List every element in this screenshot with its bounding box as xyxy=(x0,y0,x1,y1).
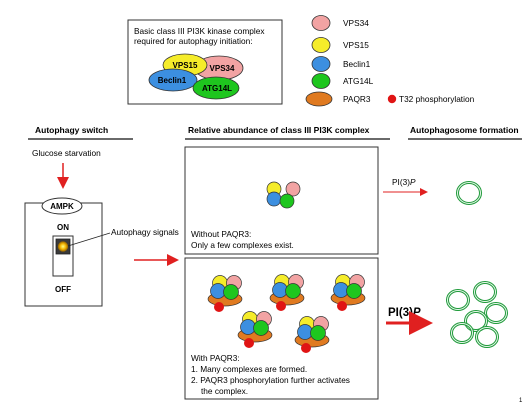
example-vps15-label: VPS15 xyxy=(173,61,198,70)
pi3p-small-label: PI(3)P xyxy=(392,177,416,187)
paqr3-complex xyxy=(294,316,330,353)
header-formation: Autophagosome formation xyxy=(410,125,519,135)
phosphorylation-dot xyxy=(301,343,311,353)
protein-atg14l xyxy=(223,284,239,300)
paqr3-complex xyxy=(237,311,273,348)
legend-swatch-vps34 xyxy=(311,15,331,31)
example-complex: VPS15 VPS34 Beclin1 ATG14L xyxy=(148,53,244,100)
autophagosome-ring-inner xyxy=(457,182,481,204)
autophagosome-ring-inner xyxy=(476,327,498,347)
info-title-line1: Basic class III PI3K kinase complex xyxy=(134,26,265,36)
switch-on-label: ON xyxy=(57,223,69,232)
autophagosome-ring-inner xyxy=(447,290,469,310)
protein-atg14l xyxy=(253,320,269,336)
legend-label-phosphorylation: T32 phosphorylation xyxy=(399,94,475,104)
signals-callout-line xyxy=(67,232,111,247)
example-atg14l-shape xyxy=(192,76,240,100)
autophagosome-ring-inner xyxy=(485,303,507,323)
paqr3-complex xyxy=(269,274,305,311)
info-box: Basic class III PI3K kinase complex requ… xyxy=(127,19,283,105)
without-paqr3-panel: Without PAQR3: Only a few complexes exis… xyxy=(184,146,379,255)
protein-atg14l xyxy=(346,283,362,299)
legend-swatch-phosphorylation xyxy=(387,94,397,104)
legend-label-atg14l: ATG14L xyxy=(343,76,374,86)
toggle-light-icon xyxy=(57,241,69,252)
protein-atg14l xyxy=(285,283,301,299)
legend-swatch-paqr3 xyxy=(305,91,333,107)
legend-label-vps34: VPS34 xyxy=(343,18,369,28)
without-paqr3-line1: Without PAQR3: xyxy=(191,229,251,239)
header-switch: Autophagy switch xyxy=(35,125,108,135)
switch-panel: Glucose starvation AMPK ON OFF Autophagy… xyxy=(24,148,179,307)
pi3p-large-group: PI(3)P xyxy=(386,307,433,335)
phosphorylation-dot xyxy=(244,338,254,348)
with-paqr3-line3: 2. PAQR3 phosphorylation further activat… xyxy=(191,375,350,385)
protein-atg14l xyxy=(310,325,326,341)
legend-swatch-beclin1 xyxy=(311,56,331,72)
phosphorylation-dot xyxy=(337,301,347,311)
ampk-label: AMPK xyxy=(50,202,74,211)
pi3p-small-group: PI(3)P xyxy=(383,177,428,196)
legend-label-paqr3: PAQR3 xyxy=(343,94,371,104)
legend-swatch-atg14l xyxy=(311,73,331,89)
autophagosome-ring-inner xyxy=(451,323,473,343)
switch-off-label: OFF xyxy=(55,285,71,294)
complex-without-paqr3 xyxy=(266,181,301,209)
header-abundance: Relative abundance of class III PI3K com… xyxy=(188,125,370,135)
section-headers: Autophagy switch Relative abundance of c… xyxy=(28,125,522,140)
example-atg14l-label: ATG14L xyxy=(202,84,232,93)
example-beclin1-label: Beclin1 xyxy=(158,76,187,85)
protein-vps34 xyxy=(285,181,301,197)
without-paqr3-line2: Only a few complexes exist. xyxy=(191,240,294,250)
phosphorylation-dot xyxy=(276,301,286,311)
glucose-starvation-label: Glucose starvation xyxy=(32,148,101,158)
paqr3-complex xyxy=(330,274,366,311)
example-beclin1-shape xyxy=(148,68,198,92)
with-paqr3-line2: 1. Many complexes are formed. xyxy=(191,364,307,374)
with-paqr3-line4: the complex. xyxy=(201,386,248,396)
paqr3-complex xyxy=(207,275,243,312)
autophagosome-ring-cluster xyxy=(446,281,508,348)
with-paqr3-line1: With PAQR3: xyxy=(191,353,240,363)
complexes-with-paqr3 xyxy=(207,274,366,353)
phosphorylation-dot xyxy=(214,302,224,312)
protein-atg14l xyxy=(279,193,295,209)
autophagy-signals-label: Autophagy signals xyxy=(111,227,179,237)
autophagosome-ring-inner xyxy=(465,311,487,331)
legend-label-beclin1: Beclin1 xyxy=(343,59,371,69)
autophagosome-ring-inner xyxy=(474,282,496,302)
pi3p-large-label: PI(3)P xyxy=(388,307,421,319)
legend-swatch-vps15 xyxy=(311,37,331,53)
corner-mark: 1 xyxy=(519,398,523,404)
protein-beclin1 xyxy=(266,191,282,207)
info-title-line2: required for autophagy initiation: xyxy=(134,36,253,46)
with-paqr3-panel: With PAQR3: 1. Many complexes are formed… xyxy=(184,257,379,400)
legend-label-vps15: VPS15 xyxy=(343,40,369,50)
example-vps34-label: VPS34 xyxy=(210,64,235,73)
ampk-badge xyxy=(41,197,83,215)
